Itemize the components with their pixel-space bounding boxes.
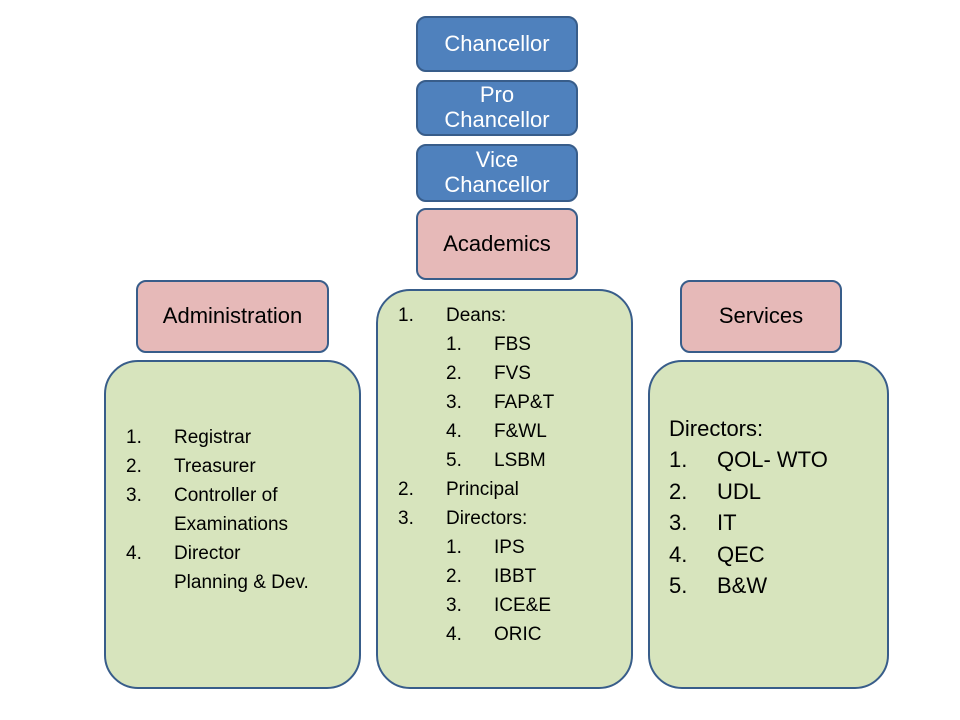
administration-header: Administration	[136, 280, 329, 353]
sub-list-item: 5. LSBM	[398, 446, 554, 475]
list-text: QOL- WTO	[717, 447, 828, 472]
list-number: 1.	[669, 447, 688, 472]
list-item: 2. Treasurer	[126, 452, 309, 481]
list-text: Principal	[446, 479, 519, 500]
list-number: 2.	[669, 478, 688, 504]
list-number: 3.	[669, 510, 688, 535]
list-text: Deans:	[446, 305, 507, 326]
list-item: 3. Directors:	[398, 504, 554, 533]
list-item: 5. B&W	[669, 570, 828, 602]
chancellor-box: Chancellor	[416, 16, 578, 72]
list-number: 3.	[446, 595, 462, 616]
sub-list-item: 3. FAP&T	[398, 388, 554, 417]
vice-chancellor-label-line2: Chancellor	[444, 172, 550, 197]
chancellor-label: Chancellor	[444, 30, 550, 56]
list-item: 1. Deans:	[398, 301, 554, 330]
list-text: Director	[174, 543, 241, 564]
list-item: 2. Principal	[398, 475, 554, 504]
vice-chancellor-box: Vice Chancellor	[416, 144, 578, 202]
list-number: 4.	[446, 624, 462, 645]
pro-chancellor-label-line1: Pro	[479, 82, 515, 108]
administration-label: Administration	[162, 303, 303, 329]
list-number: 1.	[126, 427, 142, 448]
list-text: Registrar	[174, 427, 252, 448]
list-item: 4. QEC	[669, 539, 828, 571]
list-text: ORIC	[494, 624, 542, 645]
list-number: 5.	[669, 573, 688, 598]
services-label: Services	[718, 303, 804, 329]
list-text: Planning & Dev.	[174, 572, 309, 593]
list-number: 2.	[398, 479, 414, 500]
academics-list: 1. Deans: 1. FBS 2. FVS 3. FAP&T 4. F&WL 5. LS…	[398, 301, 554, 649]
list-text: ICE&E	[494, 595, 552, 616]
list-item-continuation: Planning & Dev.	[126, 568, 309, 597]
list-item: 1. Registrar	[126, 423, 309, 452]
sub-list-item: 1. IPS	[398, 533, 554, 562]
list-text: FBS	[494, 334, 531, 355]
academics-panel	[376, 289, 633, 689]
list-text: B&W	[717, 573, 768, 598]
pro-chancellor-box: Pro Chancellor	[416, 80, 578, 136]
list-text: LSBM	[494, 450, 546, 471]
list-item: 1. QOL- WTO	[669, 444, 828, 476]
sub-list-item: 2. IBBT	[398, 562, 554, 591]
list-number: 1.	[446, 334, 462, 355]
list-text: IPS	[494, 537, 525, 558]
services-panel	[648, 360, 889, 689]
list-number: 2.	[446, 363, 462, 384]
list-number: 4.	[126, 543, 142, 564]
list-text: QEC	[717, 541, 765, 567]
list-number: 4.	[669, 541, 688, 567]
list-item-continuation: Examinations	[126, 510, 309, 539]
sub-list-item: 4. F&WL	[398, 417, 554, 446]
list-number: 1.	[398, 305, 414, 326]
list-item: 4. Director	[126, 539, 309, 568]
list-text: Controller of	[174, 485, 278, 506]
list-number: 5.	[446, 450, 462, 471]
services-heading: Directors:	[669, 416, 764, 441]
academics-label: Academics	[443, 230, 551, 256]
sub-list-item: 3. ICE&E	[398, 591, 554, 620]
sub-list-item: 4. ORIC	[398, 620, 554, 649]
vice-chancellor-label-line1: Vice	[475, 147, 519, 173]
list-number: 2.	[446, 566, 462, 587]
administration-list: 1.Registrar 2.Treasurer 3.Controller of …	[126, 423, 309, 597]
list-text: Directors:	[446, 508, 528, 529]
list-item: 2. UDL	[669, 476, 828, 508]
list-text: FAP&T	[494, 392, 555, 413]
list-number: 4.	[446, 421, 462, 442]
academics-header: Academics	[416, 208, 578, 280]
list-text: Treasurer	[174, 456, 256, 477]
list-text: F&WL	[494, 421, 547, 442]
list-text: FVS	[494, 363, 531, 384]
pro-chancellor-label-line2: Chancellor	[444, 107, 550, 132]
sub-list-item: 1. FBS	[398, 330, 554, 359]
list-text: IT	[717, 510, 737, 535]
list-text: Examinations	[174, 514, 289, 535]
list-number: 3.	[126, 485, 142, 506]
administration-panel	[104, 360, 361, 689]
list-number: 2.	[126, 456, 142, 477]
services-header: Services	[680, 280, 842, 353]
services-list: Directors: 1. QOL- WTO 2. UDL 3. IT 4. QEC 5…	[669, 413, 828, 602]
list-number: 3.	[398, 508, 414, 529]
list-number: 1.	[446, 537, 462, 558]
list-number: 3.	[446, 392, 462, 413]
sub-list-item: 2. FVS	[398, 359, 554, 388]
list-text: UDL	[717, 478, 762, 504]
list-item: 3. IT	[669, 507, 828, 539]
list-item: 3. Controller of	[126, 481, 309, 510]
list-text: IBBT	[494, 566, 537, 587]
